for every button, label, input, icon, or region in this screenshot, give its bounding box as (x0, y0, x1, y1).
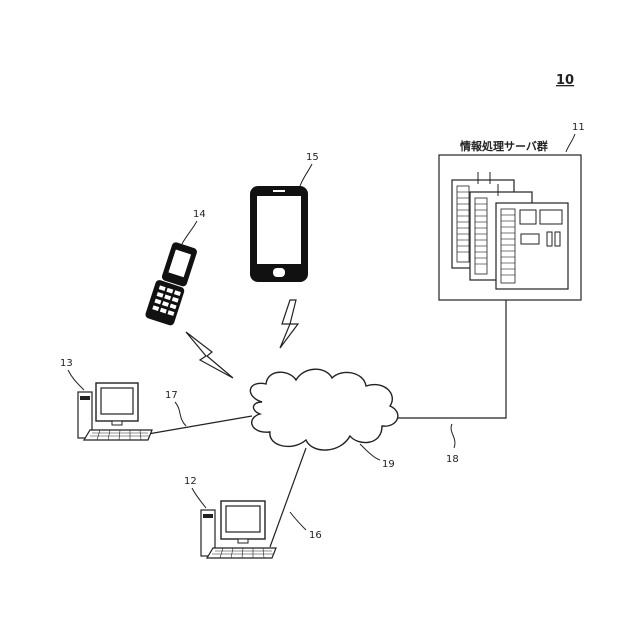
pc-left: 13 (60, 358, 152, 440)
pc-bottom-leader (192, 488, 206, 508)
pc-left-leader (68, 370, 84, 390)
server-group: 情報処理サーバ群 11 (439, 122, 585, 300)
server-rack-front (496, 203, 568, 289)
flip-phone-leader (182, 221, 197, 244)
network-leader (360, 444, 380, 460)
server-link: 18 (398, 300, 506, 465)
wireless-bolt-smartphone (280, 300, 298, 348)
server-group-label: 情報処理サーバ群 (460, 139, 548, 153)
figure-number: 10 (556, 73, 574, 88)
server-group-leader (566, 134, 575, 152)
pc-left-ref: 13 (60, 358, 73, 369)
pc-bottom-link-ref: 16 (309, 530, 322, 541)
server-link-leader (451, 424, 455, 448)
pc-left-link-leader (175, 402, 186, 426)
network-cloud: 19 (250, 369, 398, 470)
pc-bottom: 12 (184, 476, 276, 558)
flip-phone (144, 240, 198, 326)
pc-left-link: 17 (148, 390, 252, 434)
server-group-ref: 11 (572, 122, 585, 133)
pc-bottom-ref: 12 (184, 476, 197, 487)
smartphone-leader (300, 164, 312, 186)
pc-bottom-link-leader (290, 512, 306, 530)
pc-left-link-ref: 17 (165, 390, 178, 401)
server-link-ref: 18 (446, 454, 459, 465)
flip-phone-ref: 14 (193, 209, 206, 220)
smartphone-ref: 15 (306, 152, 319, 163)
smartphone: 15 (250, 152, 319, 282)
network-ref: 19 (382, 459, 395, 470)
pc-bottom-link: 16 (270, 448, 322, 547)
wireless-bolt-flip-phone (186, 332, 233, 378)
